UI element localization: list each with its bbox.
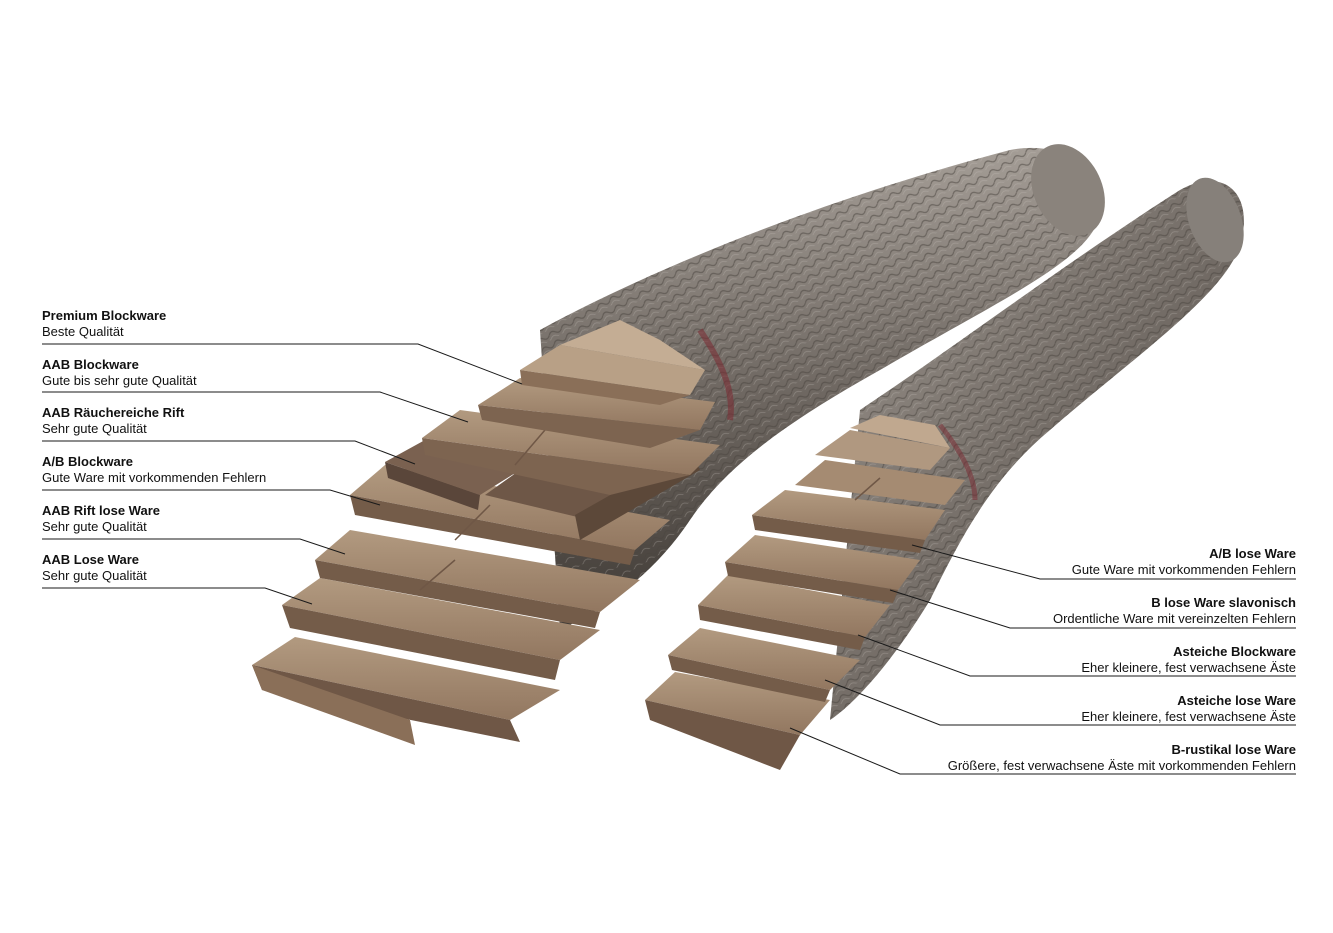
leader-lines-left xyxy=(42,343,523,605)
leader-line-aab-lose-ware xyxy=(42,587,313,605)
label-title: B lose Ware slavonisch xyxy=(1151,595,1296,610)
label-title: AAB Rift lose Ware xyxy=(42,503,160,518)
leader-line-ab-blockware xyxy=(42,489,381,506)
label-title: A/B lose Ware xyxy=(1209,546,1296,561)
label-title: Asteiche lose Ware xyxy=(1177,693,1296,708)
right-log-bark-texture xyxy=(830,181,1244,720)
left-log-end xyxy=(1031,144,1105,236)
leader-lines-right xyxy=(789,544,1296,775)
label-title: Premium Blockware xyxy=(42,308,167,323)
label-subtitle: Gute Ware mit vorkommenden Fehlern xyxy=(42,470,267,485)
right-plank-stack xyxy=(645,415,965,770)
leader-line-b-lose-ware-slavonisch xyxy=(889,589,1296,629)
label-title: AAB Blockware xyxy=(42,357,139,372)
label-subtitle: Größere, fest verwachsene Äste mit vorko… xyxy=(947,758,1296,773)
leader-line-aab-blockware xyxy=(42,391,469,423)
label-title: AAB Räuchereiche Rift xyxy=(42,405,185,420)
label-b-rustikal-lose-ware: B-rustikal lose Ware Größere, fest verwa… xyxy=(948,742,1296,774)
label-b-lose-ware-slavonisch: B lose Ware slavonisch Ordentliche Ware … xyxy=(1053,595,1296,627)
label-subtitle: Eher kleinere, fest verwachsene Äste xyxy=(1081,660,1296,675)
left-plank-stack xyxy=(252,320,720,745)
label-subtitle: Sehr gute Qualität xyxy=(42,519,147,534)
label-title: AAB Lose Ware xyxy=(42,552,140,567)
label-subtitle: Gute bis sehr gute Qualität xyxy=(42,373,197,388)
label-asteiche-lose-ware: Asteiche lose Ware Eher kleinere, fest v… xyxy=(1081,693,1296,725)
label-aab-lose-ware: AAB Lose Ware Sehr gute Qualität xyxy=(42,552,147,584)
label-subtitle: Sehr gute Qualität xyxy=(42,421,147,436)
label-subtitle: Beste Qualität xyxy=(42,324,124,339)
leader-line-asteiche-lose-ware xyxy=(824,679,1296,726)
label-asteiche-blockware: Asteiche Blockware Eher kleinere, fest v… xyxy=(1081,644,1296,676)
label-subtitle: Sehr gute Qualität xyxy=(42,568,147,583)
right-log-cut-edge xyxy=(938,423,978,501)
label-title: B-rustikal lose Ware xyxy=(1171,742,1296,757)
label-title: A/B Blockware xyxy=(42,454,134,469)
label-ab-lose-ware: A/B lose Ware Gute Ware mit vorkommenden… xyxy=(1072,546,1296,578)
right-log-end xyxy=(1186,177,1244,263)
left-log-bark-texture xyxy=(540,147,1101,630)
right-log xyxy=(830,177,1244,720)
label-aab-blockware: AAB Blockware Gute bis sehr gute Qualitä… xyxy=(42,357,197,389)
leader-line-aab-raeuchereiche-rift xyxy=(42,440,416,465)
leader-line-b-rustikal-lose-ware xyxy=(789,727,1296,775)
leader-line-premium-blockware xyxy=(42,343,523,385)
left-log xyxy=(540,144,1105,630)
label-subtitle: Gute Ware mit vorkommenden Fehlern xyxy=(1071,562,1296,577)
label-aab-raeuchereiche-rift: AAB Räuchereiche Rift Sehr gute Qualität xyxy=(42,405,184,437)
label-aab-rift-lose-ware: AAB Rift lose Ware Sehr gute Qualität xyxy=(42,503,160,535)
left-log-cut-edge xyxy=(697,328,734,421)
leader-line-aab-rift-lose-ware xyxy=(42,538,346,555)
label-ab-blockware: A/B Blockware Gute Ware mit vorkommenden… xyxy=(42,454,266,486)
label-premium-blockware: Premium Blockware Beste Qualität xyxy=(42,308,166,340)
label-subtitle: Eher kleinere, fest verwachsene Äste xyxy=(1081,709,1296,724)
leader-line-asteiche-blockware xyxy=(857,634,1296,677)
leader-line-ab-lose-ware xyxy=(911,544,1296,580)
label-subtitle: Ordentliche Ware mit vereinzelten Fehler… xyxy=(1052,611,1296,626)
label-title: Asteiche Blockware xyxy=(1173,644,1296,659)
